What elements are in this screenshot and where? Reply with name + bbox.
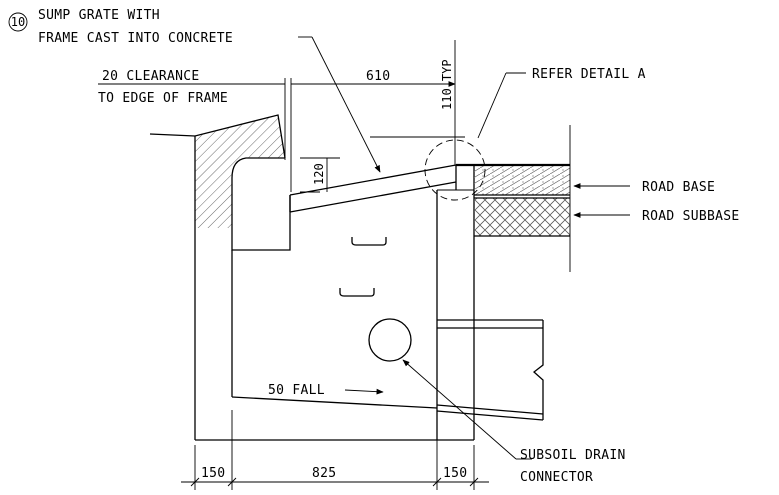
kerb-inner-line (231, 157, 291, 251)
clearance-label-line2: TO EDGE OF FRAME (98, 91, 228, 106)
left-wall-label: 150 (201, 466, 225, 481)
pipe-bottom-line-inner (436, 404, 544, 415)
refer-detail-leader (477, 72, 507, 139)
subsoil-callout: SUBSOIL DRAIN CONNECTOR (402, 359, 626, 485)
callout-leader-line (311, 36, 381, 173)
road-subbase-label: ROAD SUBBASE (642, 209, 740, 224)
pipe-break-line (532, 320, 544, 420)
step-irons (339, 237, 387, 297)
right-wall-label: 150 (443, 466, 467, 481)
refer-detail-label: REFER DETAIL A (532, 67, 646, 82)
clearance-label-line1: 20 CLEARANCE (102, 69, 200, 84)
pit-width-label: 825 (312, 466, 336, 481)
dimension-120: 120 (300, 157, 340, 193)
subsoil-connector-circle (368, 318, 412, 362)
callout-number-circle (8, 12, 28, 32)
kerb-surround (149, 114, 291, 251)
callout-title-line1: SUMP GRATE WITH (38, 8, 160, 23)
detail-a-circle (424, 139, 486, 201)
callout-title-line2: FRAME CAST INTO CONCRETE (38, 31, 233, 46)
road-base-label: ROAD BASE (642, 180, 715, 195)
fall-label: 50 FALL (268, 383, 325, 398)
subsoil-leader (402, 359, 517, 460)
kerb-top-line (149, 114, 286, 159)
kerb-hatching (195, 115, 285, 228)
dimension-bottom: 150 825 150 (181, 410, 489, 490)
refer-detail-callout: REFER DETAIL A (477, 67, 646, 139)
dimension-110-typ: 110 TYP (370, 40, 465, 165)
road-base-fill (474, 165, 570, 195)
pipe-bottom-line-outer (436, 410, 544, 421)
road-subbase-fill (474, 198, 570, 236)
pit-floor-fall (231, 396, 438, 409)
depth-typ-label: 110 TYP (440, 59, 454, 110)
callout-header: 10 SUMP GRATE WITH FRAME CAST INTO CONCR… (8, 8, 381, 173)
road-labels: ROAD BASE ROAD SUBBASE (573, 180, 740, 224)
grate-drop-label: 120 (312, 163, 326, 185)
dimension-top: 20 CLEARANCE TO EDGE OF FRAME 610 (98, 69, 456, 192)
subsoil-label-line1: SUBSOIL DRAIN (520, 448, 626, 463)
fall-arrow (344, 388, 384, 395)
fall-annotation: 50 FALL (268, 383, 384, 398)
callout-number: 10 (11, 15, 25, 29)
outlet-pipe (436, 319, 544, 421)
step-iron-lower (339, 288, 375, 297)
subsoil-label-line2: CONNECTOR (520, 470, 593, 485)
grate-width-label: 610 (366, 69, 390, 84)
step-iron-upper (351, 237, 387, 246)
pit-structure (194, 136, 475, 441)
grate-bottom-line (289, 181, 457, 213)
road-pavement (456, 125, 571, 272)
